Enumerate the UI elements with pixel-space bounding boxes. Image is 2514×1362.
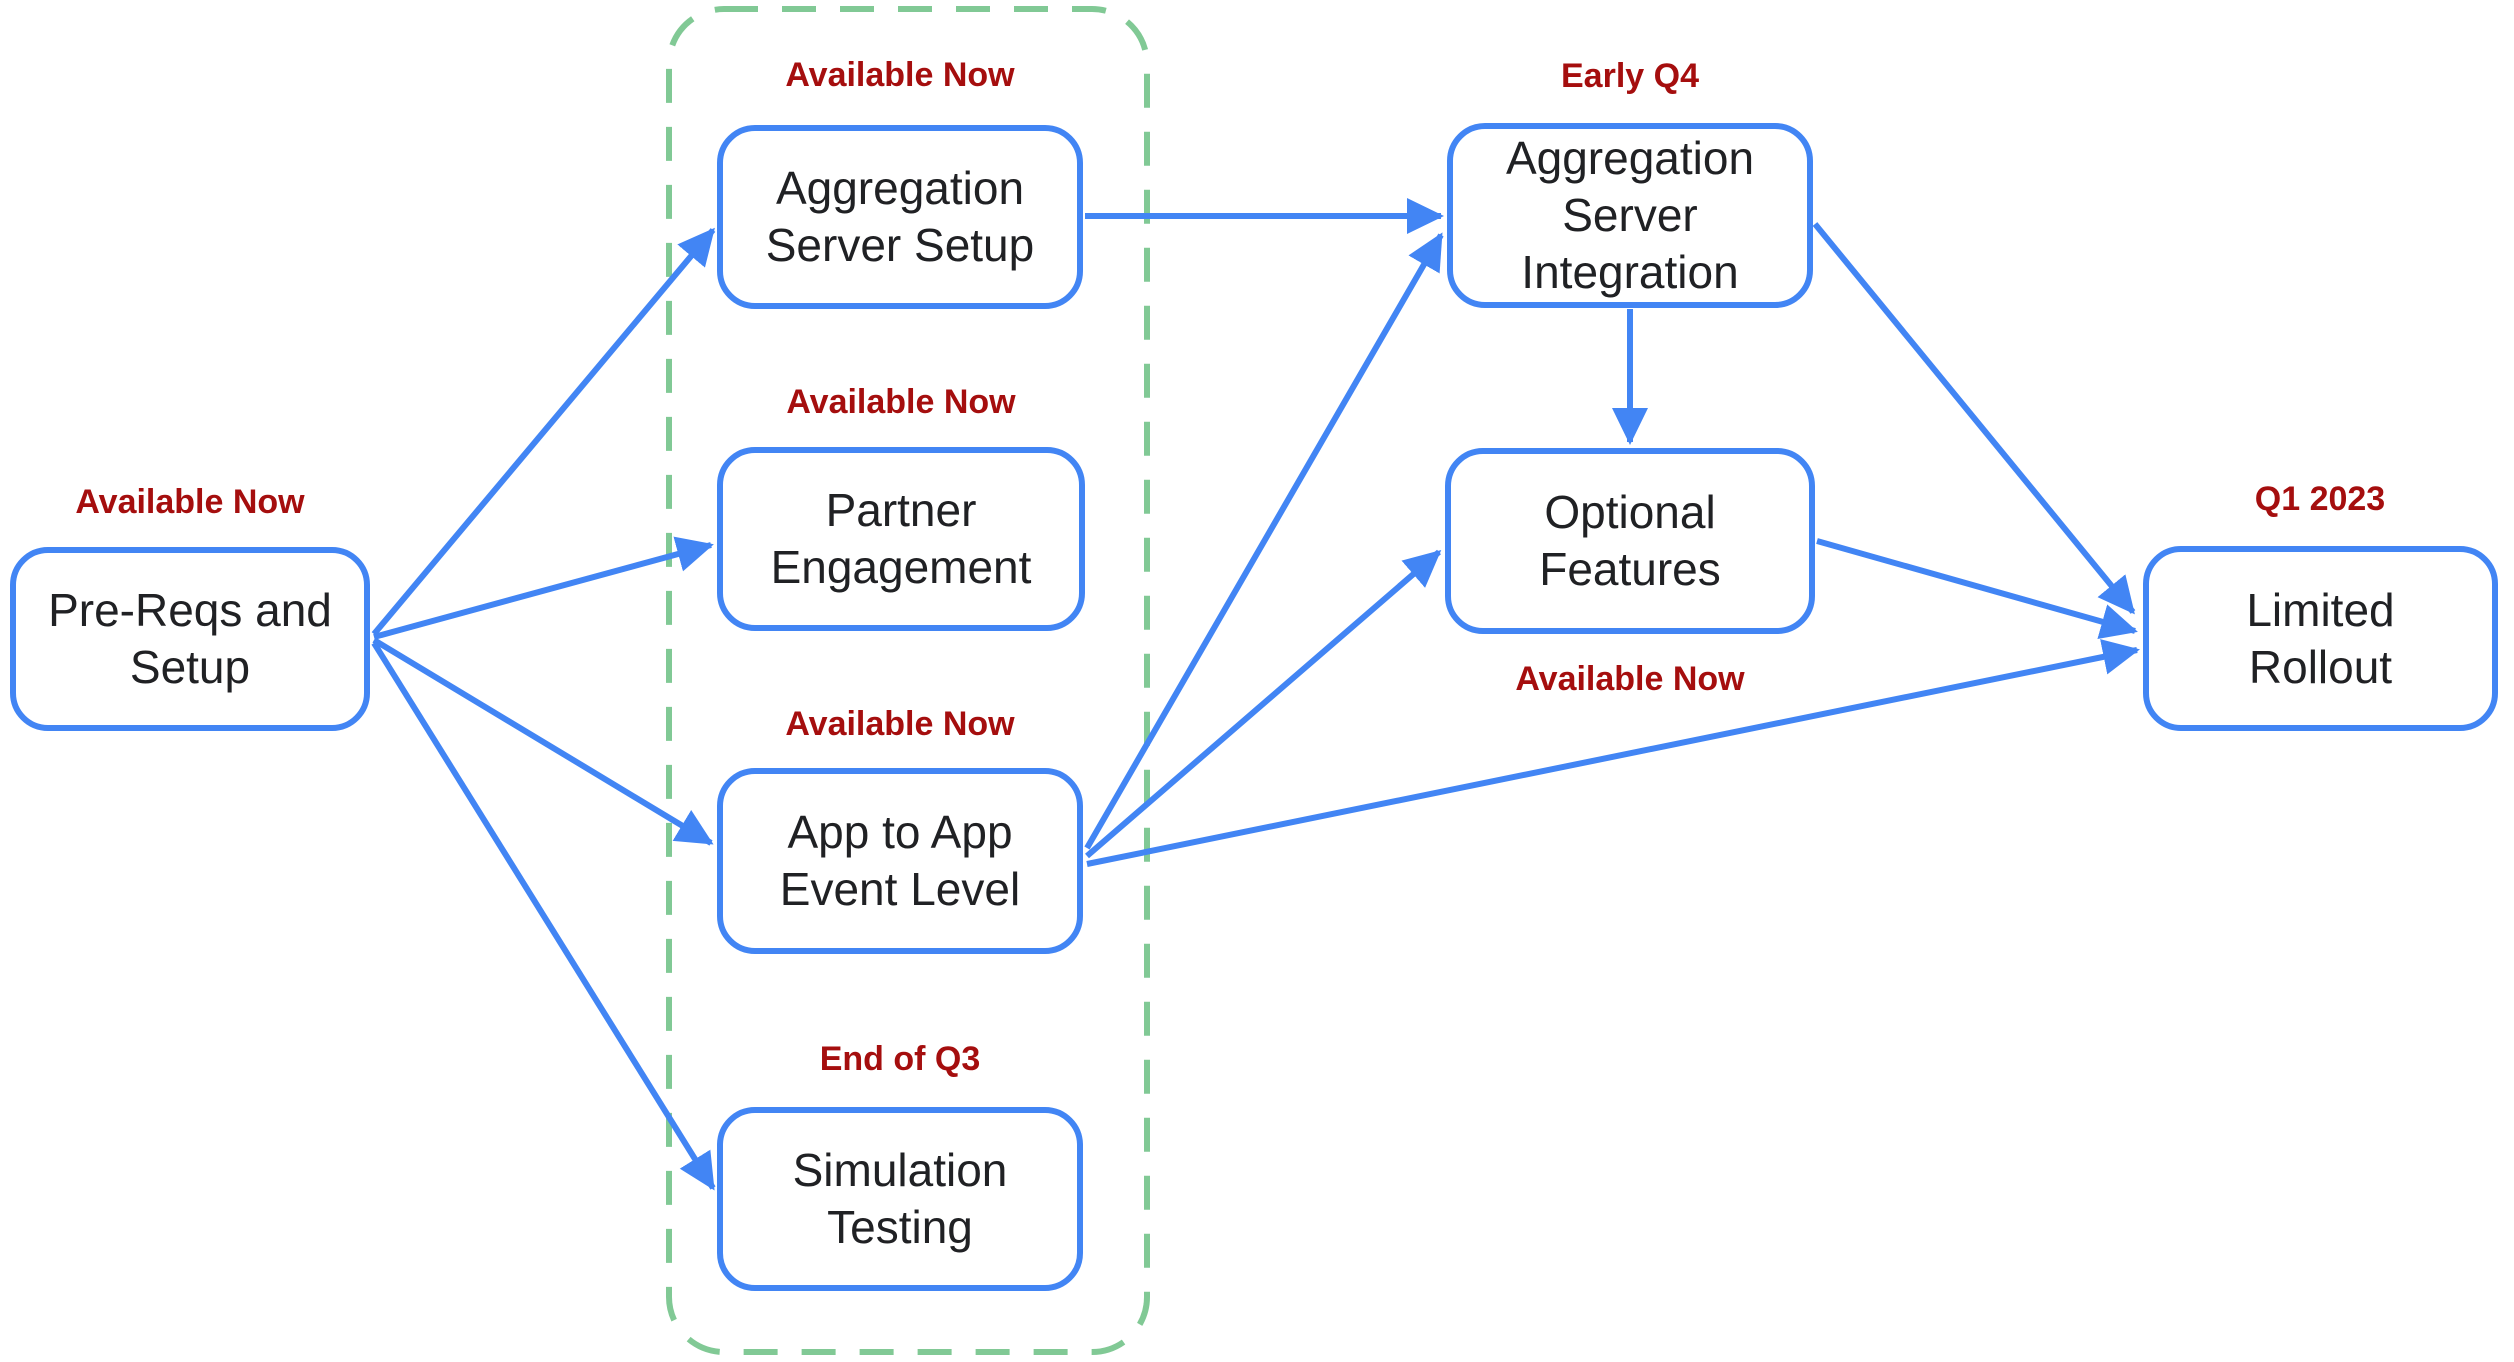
edge-optional-features-to-limited-rollout xyxy=(1816,538,2138,640)
status-app-to-app-event-level: Available Now xyxy=(785,705,1015,743)
node-limited-rollout-label: Limited Rollout xyxy=(2246,583,2395,693)
edge-prereqs-to-simulation-testing xyxy=(371,641,716,1191)
node-optional-features-label: Optional Features xyxy=(1539,486,1721,595)
node-limited-rollout: Limited Rollout xyxy=(2143,546,2498,731)
edge-integration-to-limited-rollout xyxy=(1812,222,2136,615)
edge-app-to-app-to-optional-features xyxy=(1085,549,1442,859)
node-aggregation-server-setup-label: Aggregation Server Setup xyxy=(765,162,1035,271)
node-partner-engagement-label: Partner Engagement xyxy=(770,484,1032,593)
status-pre-reqs-and-setup: Available Now xyxy=(75,483,305,521)
edge-prereqs-to-app-to-app xyxy=(372,637,714,846)
edge-app-to-app-to-limited-rollout xyxy=(1086,639,2140,867)
node-app-to-app-event-level: App to App Event Level xyxy=(717,768,1083,954)
node-aggregation-server-integration: Aggregation Server Integration xyxy=(1447,123,1813,308)
status-partner-engagement: Available Now xyxy=(786,383,1016,421)
status-simulation-testing: End of Q3 xyxy=(819,1040,981,1078)
status-limited-rollout: Q1 2023 xyxy=(2254,480,2386,518)
group-available-now-container xyxy=(666,6,1150,1355)
node-partner-engagement: Partner Engagement xyxy=(717,447,1085,631)
edges xyxy=(371,198,2140,1191)
status-aggregation-server-integration: Early Q4 xyxy=(1561,57,1699,95)
node-aggregation-server-setup: Aggregation Server Setup xyxy=(717,125,1083,309)
node-simulation-testing: Simulation Testing xyxy=(717,1107,1083,1291)
edge-app-to-app-to-integration xyxy=(1084,232,1444,850)
edge-prereqs-to-partner-engagement xyxy=(373,536,714,640)
node-pre-reqs-and-setup-label: Pre-Reqs and Setup xyxy=(48,584,332,693)
status-aggregation-server-setup: Available Now xyxy=(785,56,1015,94)
node-aggregation-server-integration-label: Aggregation Server Integration xyxy=(1505,132,1755,298)
node-pre-reqs-and-setup: Pre-Reqs and Setup xyxy=(10,547,370,731)
node-simulation-testing-label: Simulation Testing xyxy=(792,1144,1008,1253)
node-optional-features: Optional Features xyxy=(1445,448,1815,634)
status-optional-features: Available Now xyxy=(1515,660,1745,698)
edge-prereqs-to-aggregation-server-setup xyxy=(371,227,716,636)
node-app-to-app-event-level-label: App to App Event Level xyxy=(779,806,1021,915)
